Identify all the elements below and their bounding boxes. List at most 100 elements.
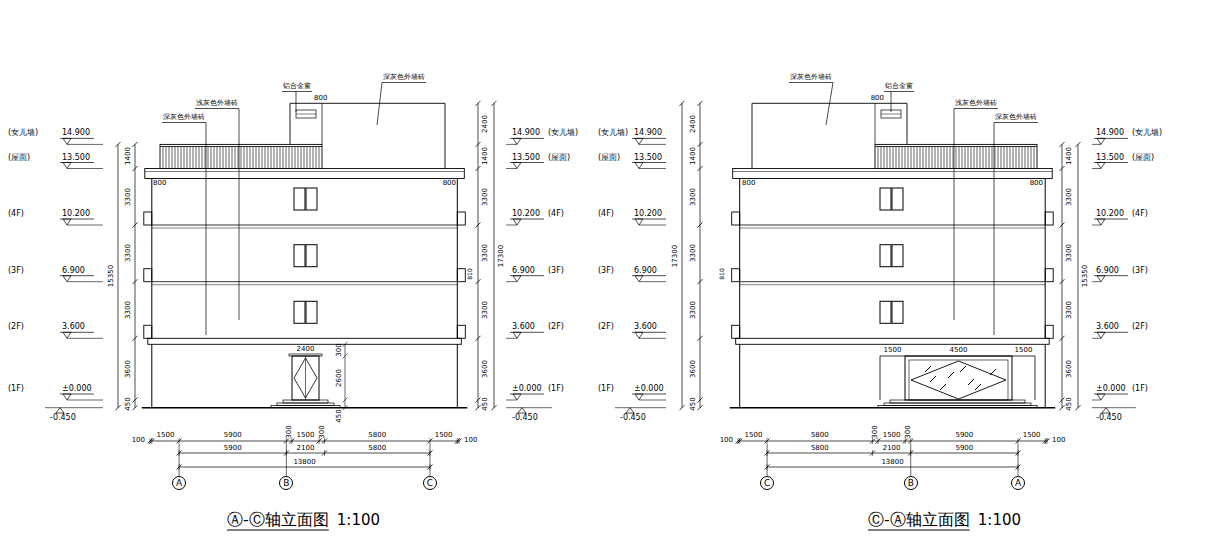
dimension-text: 450: [125, 397, 132, 410]
line-work: [377, 83, 382, 126]
dimension-text: 800: [1030, 180, 1043, 187]
line-work: [430, 444, 431, 476]
line-work: [144, 269, 152, 282]
level-tag: (1F): [8, 385, 24, 393]
line-work: [133, 166, 138, 171]
line-work: [1060, 398, 1065, 403]
dimension-text: 3300: [125, 188, 132, 206]
dimension-text: 450: [336, 409, 343, 422]
line-work: [179, 453, 430, 454]
dimension-text: 2100: [883, 445, 901, 452]
dimension-text: 800: [314, 95, 327, 102]
line-work: [995, 147, 996, 169]
line-work: [144, 212, 152, 225]
material-callout: 铝合金窗: [885, 83, 913, 90]
line-work: [63, 138, 71, 144]
dimension-text: 5900: [955, 445, 973, 452]
dimension-text: 4500: [950, 347, 968, 354]
level-tag: (2F): [598, 323, 614, 331]
line-work: [1092, 281, 1101, 282]
axis-letter: A: [176, 479, 182, 488]
line-work: [67, 225, 103, 226]
line-work: [892, 301, 903, 323]
line-work: [163, 147, 164, 169]
line-work: [151, 344, 152, 407]
line-work: [220, 147, 221, 169]
dimension-text: 3300: [482, 301, 489, 319]
level-tag: (1F): [598, 385, 614, 393]
line-work: [250, 147, 251, 169]
level-tag: (4F): [1132, 210, 1148, 218]
line-work: [476, 142, 481, 147]
line-work: [286, 147, 287, 169]
line-work: [190, 147, 191, 169]
dimension-text: 17300: [498, 244, 505, 266]
line-work: [152, 228, 458, 229]
line-work: [289, 439, 294, 444]
line-work: [959, 147, 960, 169]
line-work: [513, 276, 521, 282]
line-work: [1092, 225, 1101, 226]
line-work: [639, 144, 666, 145]
line-work: [1060, 405, 1065, 410]
dimension-text: 5900: [955, 432, 973, 439]
line-work: [1010, 147, 1011, 169]
line-work: [118, 144, 119, 407]
dimension-text: 3600: [1066, 360, 1073, 378]
line-work: [905, 147, 906, 169]
material-callout: 铝合金窗: [283, 83, 311, 90]
line-work: [891, 92, 892, 113]
line-work: [992, 147, 993, 169]
line-work: [305, 356, 306, 400]
line-work: [247, 147, 248, 169]
line-work: [765, 439, 770, 444]
line-work: [150, 441, 459, 442]
line-work: [986, 147, 987, 169]
line-work: [626, 408, 634, 413]
line-work: [917, 147, 918, 169]
line-work: [740, 284, 1045, 285]
dimension-text: 300: [905, 425, 912, 438]
dimension-text: 17300: [672, 244, 679, 266]
level-value: ±0.000: [634, 385, 664, 393]
line-work: [296, 114, 316, 115]
dimension-text: 3600: [482, 360, 489, 378]
dimension-text: 5900: [224, 445, 242, 452]
line-work: [63, 163, 71, 169]
line-work: [238, 147, 239, 169]
line-work: [133, 405, 138, 410]
line-work: [166, 147, 167, 169]
line-work: [740, 225, 1045, 226]
line-work: [152, 281, 458, 282]
line-work: [908, 147, 909, 169]
line-work: [1097, 276, 1105, 282]
line-work: [211, 147, 212, 169]
line-work: [635, 138, 643, 144]
line-work: [639, 281, 666, 282]
line-work: [953, 147, 954, 169]
line-work: [893, 147, 894, 169]
line-work: [639, 168, 666, 169]
level-value: 6.900: [512, 267, 535, 275]
line-work: [878, 406, 1037, 408]
line-work: [307, 147, 308, 169]
dimension-text: 3300: [125, 244, 132, 262]
line-work: [947, 147, 948, 169]
line-work: [343, 354, 348, 359]
line-work: [476, 405, 481, 410]
line-work: [635, 332, 643, 338]
line-work: [56, 408, 64, 413]
line-work: [639, 338, 666, 339]
line-work: [1007, 147, 1008, 169]
line-work: [1092, 400, 1101, 401]
material-callout: 深灰色外墙砖: [790, 74, 832, 81]
line-work: [930, 376, 936, 382]
line-work: [169, 147, 170, 169]
line-work: [67, 281, 103, 282]
dimension-text: 1400: [482, 148, 489, 166]
line-work: [199, 147, 200, 169]
line-work: [738, 441, 1047, 442]
line-work: [322, 103, 323, 144]
line-work: [1060, 166, 1065, 171]
level-value: 14.900: [62, 129, 90, 137]
